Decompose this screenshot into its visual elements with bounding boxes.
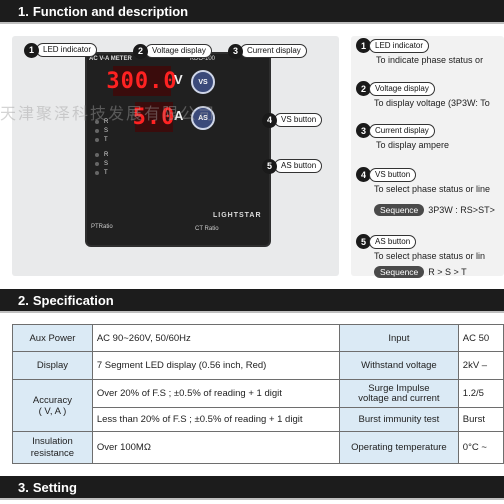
model-label: AC V-A METER [89, 56, 132, 62]
voltage-unit: V [174, 72, 183, 87]
callout-vs-button: 4 VS button [262, 112, 323, 128]
led-indicator-column: R S T [95, 119, 108, 143]
callout-current-display: 3 Current display [228, 43, 307, 59]
led-indicator-column-2: R S T [95, 152, 108, 176]
brand-logo: LIGHTSTAR [213, 212, 262, 219]
sequence-badge: Sequence [374, 204, 425, 216]
ct-ratio-label: CT Ratio [195, 226, 219, 232]
table-cell-value: Over 20% of F.S ; ±0.5% of reading + 1 d… [91, 379, 341, 408]
desc-voltage-display: 2 Voltage display To display voltage (3P… [356, 81, 504, 115]
section-number: 2. [18, 292, 29, 308]
vs-button[interactable]: VS [191, 70, 215, 94]
voltage-display-digits: 300.0 [106, 66, 177, 96]
current-display-digits: 5.0 [133, 102, 174, 132]
sequence-row: Sequence R > S > T [374, 266, 467, 278]
specification-table: Aux Power AC 90~260V, 50/60Hz Input AC 5… [12, 324, 504, 464]
table-cell-label: Withstand voltage [339, 351, 459, 380]
table-cell-label: Insulation resistance [12, 431, 93, 464]
table-cell-value: AC 90~260V, 50/60Hz [91, 324, 341, 352]
table-cell-label: Input [339, 324, 459, 352]
led-dot-icon [95, 153, 99, 157]
table-cell-value: Less than 20% of F.S ; ±0.5% of reading … [91, 407, 341, 432]
desc-as-button: 5 AS button To select phase status or li… [356, 234, 504, 284]
led-dot-icon [95, 171, 99, 175]
table-cell-value: AC 50 [457, 324, 504, 352]
led-row: T [95, 137, 108, 143]
table-cell-value: 1.2/5 [457, 379, 504, 408]
section-number: 1. [18, 3, 29, 19]
table-cell-label: Accuracy ( V, A ) [12, 379, 93, 432]
led-row: S [95, 161, 108, 167]
callout-as-button: 5 AS button [262, 158, 323, 174]
led-row: T [95, 170, 108, 176]
watermark: 天津聚泽科技发展有限公司 [0, 104, 217, 123]
section-header-function: 1. Function and description [0, 0, 504, 24]
section-title: Function and description [32, 3, 189, 19]
meter-device: AC V-A METER KDO-100 300.0 V 5.0 A VS AS… [87, 54, 269, 245]
led-row: R [95, 152, 108, 158]
table-cell-label: Surge Impulse voltage and current [339, 379, 459, 408]
desc-current-display: 3 Current display To display ampere [356, 123, 504, 157]
table-cell-label: Aux Power [12, 324, 93, 352]
led-dot-icon [95, 138, 99, 142]
led-dot-icon [95, 129, 99, 133]
sequence-row: Sequence 3P3W : RS>ST> [374, 204, 495, 216]
table-cell-value: 2kV – [457, 351, 504, 380]
desc-vs-button: 4 VS button To select phase status or li… [356, 167, 504, 223]
desc-led-indicator: 1 LED indicator To indicate phase status… [356, 38, 504, 72]
pt-ratio-label: PTRatio [91, 224, 113, 230]
table-cell-label: Burst immunity test [339, 407, 459, 432]
section-number: 3. [18, 479, 29, 495]
model-code: KDO-100 [190, 56, 216, 62]
section-title: Specification [32, 292, 114, 308]
section-header-specification: 2. Specification [0, 289, 504, 313]
led-row: S [95, 128, 108, 134]
led-dot-icon [95, 162, 99, 166]
table-row: Accuracy ( V, A ) Over 20% of F.S ; ±0.5… [12, 379, 504, 432]
led-row: R [95, 119, 108, 125]
table-cell-value: 0°C ~ [457, 431, 504, 464]
led-dot-icon [95, 120, 99, 124]
table-row: Insulation resistance Over 100MΩ Operati… [12, 431, 504, 464]
current-unit: A [174, 108, 184, 123]
table-cell-value: Over 100MΩ [91, 431, 341, 464]
table-cell-label: Display [12, 351, 93, 380]
sequence-badge: Sequence [374, 266, 425, 278]
table-row: Display 7 Segment LED display (0.56 inch… [12, 351, 504, 380]
as-button[interactable]: AS [191, 106, 215, 130]
callout-voltage-display: 2 Voltage display [133, 43, 212, 59]
table-cell-label: Operating temperature [339, 431, 459, 464]
section-title: Setting [32, 479, 77, 495]
callout-led-indicator: 1 LED indicator [24, 42, 98, 58]
table-cell-value: Burst [457, 407, 504, 432]
table-cell-value: 7 Segment LED display (0.56 inch, Red) [91, 351, 341, 380]
table-row: Aux Power AC 90~260V, 50/60Hz Input AC 5… [12, 324, 504, 352]
section-header-setting: 3. Setting [0, 476, 504, 500]
